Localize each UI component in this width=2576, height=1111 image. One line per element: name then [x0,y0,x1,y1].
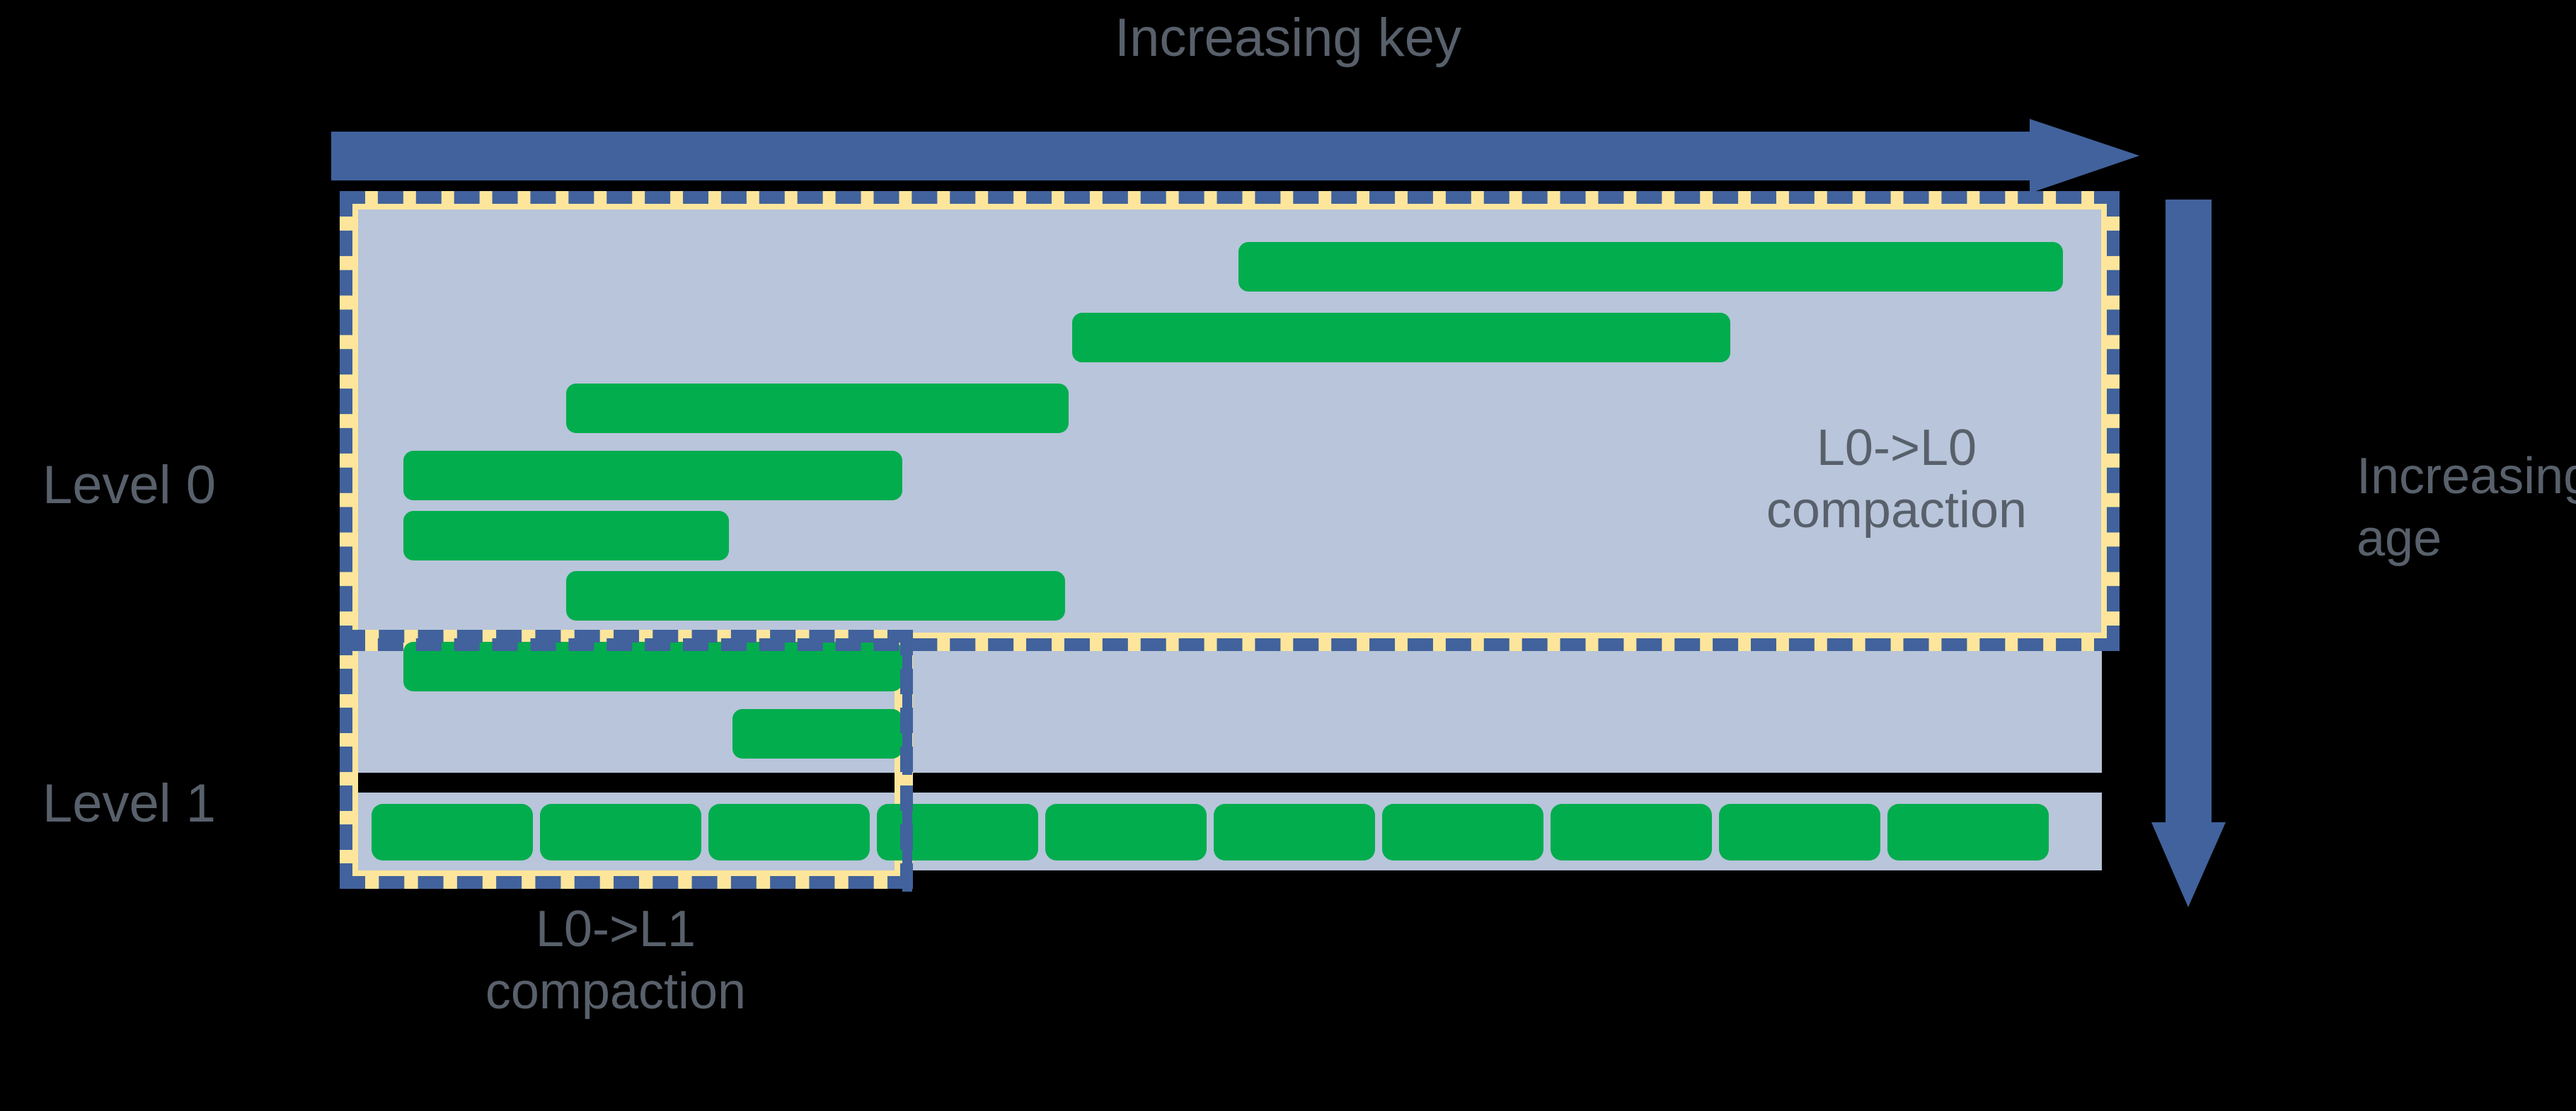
sst-file-level0-3 [566,384,1069,433]
sst-file-level1-1 [372,804,533,860]
level-divider-rule [357,773,2102,778]
sst-file-level1-5 [1045,804,1207,860]
sst-file-level1-10 [1887,804,2049,860]
level-1-label: Level 1 [42,773,217,834]
l0-l1-range-rule-lower [902,793,912,892]
sst-file-level1-3 [708,804,870,860]
sst-file-level1-2 [540,804,701,860]
sst-file-level0-1 [1238,242,2063,292]
sst-file-level1-8 [1551,804,1712,860]
page-title: Increasing key [1114,8,1462,68]
sst-file-level0-5 [403,511,729,560]
sst-file-level1-7 [1382,804,1543,860]
sst-file-level0-2 [1072,313,1730,362]
increasing-age-label: Increasing age [2357,448,2576,567]
sst-file-level0-4 [403,451,902,500]
l0-l1-compaction-selection-frame[interactable] [340,630,913,889]
sst-file-level0-6 [566,571,1065,621]
increasing-age-arrow-icon [2151,200,2226,907]
increasing-key-arrow-icon [331,119,2139,193]
l0-l1-compaction-label: L0->L1 compaction [485,901,747,1020]
sst-file-level1-9 [1719,804,1880,860]
l0-l1-range-rule-upper [902,651,912,775]
sst-file-level0-8 [732,709,902,759]
sst-file-level1-6 [1214,804,1375,860]
level-0-label: Level 0 [42,455,217,515]
l0-l0-compaction-label: L0->L0 compaction [1766,420,2028,539]
